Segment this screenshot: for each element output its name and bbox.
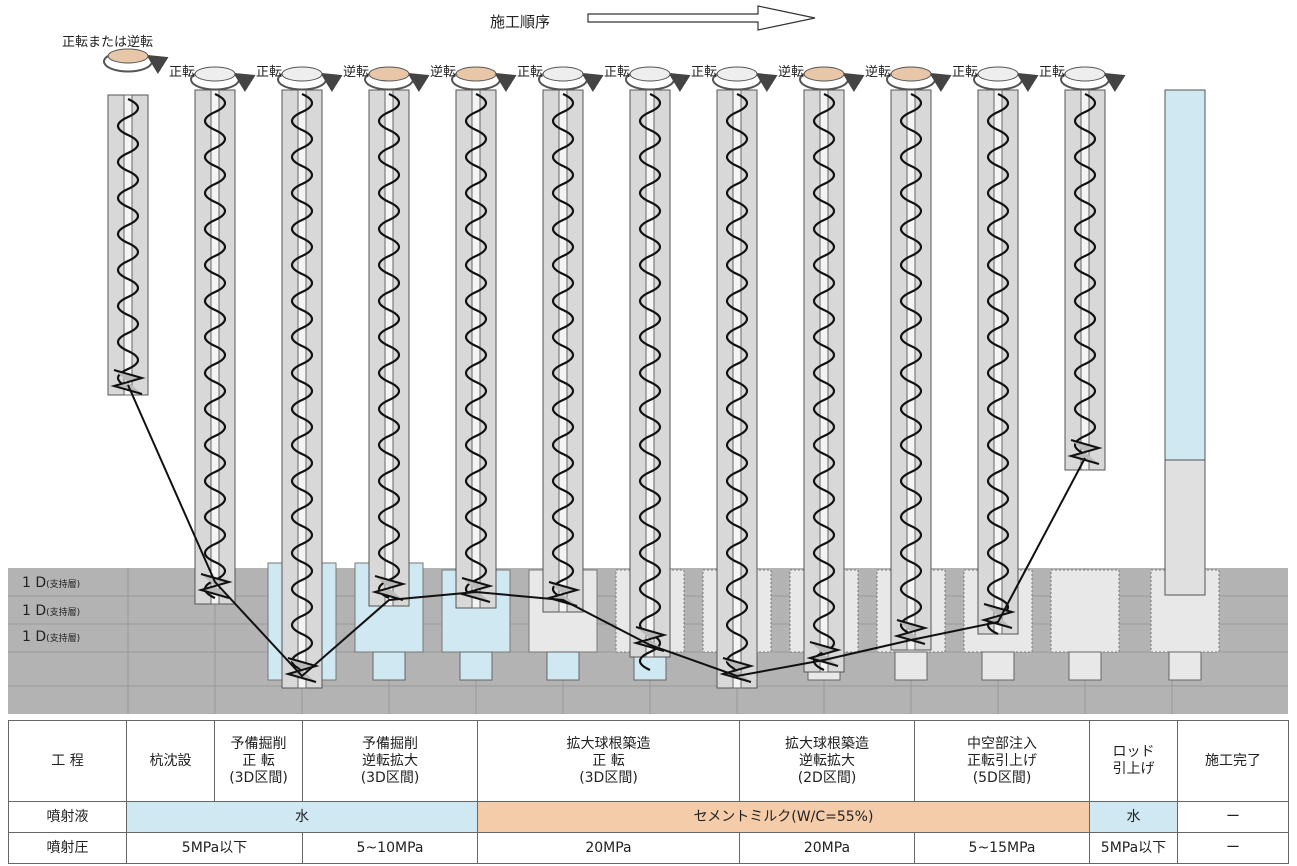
rotation-indicator-9: 逆転	[778, 64, 865, 93]
rotation-label: 逆転	[865, 64, 891, 80]
pressure-cell: 5MPa以下	[126, 832, 303, 864]
process-table: 工 程 杭沈設 予備掘削 正 転 (3D区間) 予備掘削 逆転拡大 (3D区間)…	[8, 720, 1289, 864]
pile-step-9	[789, 89, 859, 681]
rotation-label: 正転	[691, 65, 717, 80]
header-cell: 中空部注入 正転引上げ (5D区間)	[914, 720, 1090, 802]
row-label: 噴射液	[8, 801, 127, 833]
fluid-water-cell-2: 水	[1089, 801, 1178, 833]
pressure-cell: 20MPa	[739, 832, 915, 864]
pile-step-3	[267, 89, 337, 689]
pressure-cell: 5~10MPa	[302, 832, 478, 864]
construction-sequence-diagram: 1 D(支持層) 1 D(支持層) 1 D(支持層) 施工順序 正転または逆転正…	[8, 5, 1288, 714]
fluid-cement-cell: セメントミルク(W/C=55%)	[477, 801, 1090, 833]
pressure-row: 噴射圧 5MPa以下 5~10MPa 20MPa 20MPa 5~15MPa 5…	[8, 832, 1289, 864]
rotation-indicator-3: 正転	[256, 65, 343, 93]
pile-step-6	[528, 89, 598, 681]
rotation-label: 正転	[1039, 65, 1065, 80]
rotation-label: 逆転	[343, 64, 369, 80]
rotation-label: 正転	[604, 65, 630, 80]
rotation-indicator-6: 正転	[517, 65, 604, 93]
pile-step-8	[702, 89, 772, 689]
table-header-row: 工 程 杭沈設 予備掘削 正 転 (3D区間) 予備掘削 逆転拡大 (3D区間)…	[8, 720, 1289, 802]
header-cell: 拡大球根築造 正 転 (3D区間)	[477, 720, 740, 802]
layer-label-3: 1 D(支持層)	[22, 629, 80, 645]
rotation-indicator-8: 正転	[691, 65, 778, 93]
pressure-cell: 20MPa	[477, 832, 740, 864]
header-cell: 工 程	[8, 720, 127, 802]
header-cell: 杭沈設	[126, 720, 215, 802]
rotation-label: 正転	[517, 65, 543, 80]
layer-labels: 1 D(支持層) 1 D(支持層) 1 D(支持層)	[22, 575, 80, 645]
rotation-label: 逆転	[778, 64, 804, 80]
pile-step-7	[615, 89, 685, 681]
pile-step-1	[107, 94, 149, 396]
pressure-cell: 5MPa以下	[1089, 832, 1178, 864]
rotation-indicator-12: 正転	[1039, 65, 1126, 93]
rotation-label: 正転または逆転	[62, 34, 153, 50]
pile-step-4	[354, 89, 424, 681]
order-arrow	[587, 5, 816, 31]
order-label: 施工順序	[490, 13, 550, 31]
header-cell: 施工完了	[1177, 720, 1289, 802]
rotation-indicator-2: 正転	[169, 65, 256, 93]
pile-step-11	[963, 89, 1033, 681]
rotation-label: 正転	[169, 65, 195, 80]
rotation-label: 正転	[952, 65, 978, 80]
header-cell: 予備掘削 正 転 (3D区間)	[214, 720, 303, 802]
fluid-water-cell: 水	[126, 801, 478, 833]
fluid-row: 噴射液 水 セメントミルク(W/C=55%) 水 ー	[8, 801, 1289, 833]
row-label: 噴射圧	[8, 832, 127, 864]
pile-step-2	[194, 89, 236, 605]
rotation-indicator-10: 逆転	[865, 64, 952, 93]
layer-label-1: 1 D(支持層)	[22, 575, 80, 591]
rotation-indicator-5: 逆転	[430, 64, 517, 93]
rotation-label: 正転	[256, 65, 282, 80]
pile-step-5	[441, 89, 511, 681]
header-cell: 予備掘削 逆転拡大 (3D区間)	[302, 720, 478, 802]
pile-step-13	[1150, 89, 1220, 681]
pressure-cell: ー	[1177, 832, 1289, 864]
pile-step-10	[876, 89, 946, 681]
header-cell: ロッド 引上げ	[1089, 720, 1178, 802]
nozzle-trace-line	[127, 384, 1086, 678]
rotation-indicator-4: 逆転	[343, 64, 430, 93]
pressure-cell: 5~15MPa	[914, 832, 1090, 864]
rotation-indicator-7: 正転	[604, 65, 691, 93]
rotation-indicator-1: 正転または逆転	[62, 34, 169, 75]
rotation-indicator-11: 正転	[952, 65, 1039, 93]
rotation-label: 逆転	[430, 64, 456, 80]
header-cell: 拡大球根築造 逆転拡大 (2D区間)	[739, 720, 915, 802]
layer-label-2: 1 D(支持層)	[22, 603, 80, 619]
pile-step-12	[1050, 89, 1120, 681]
fluid-done-cell: ー	[1177, 801, 1289, 833]
